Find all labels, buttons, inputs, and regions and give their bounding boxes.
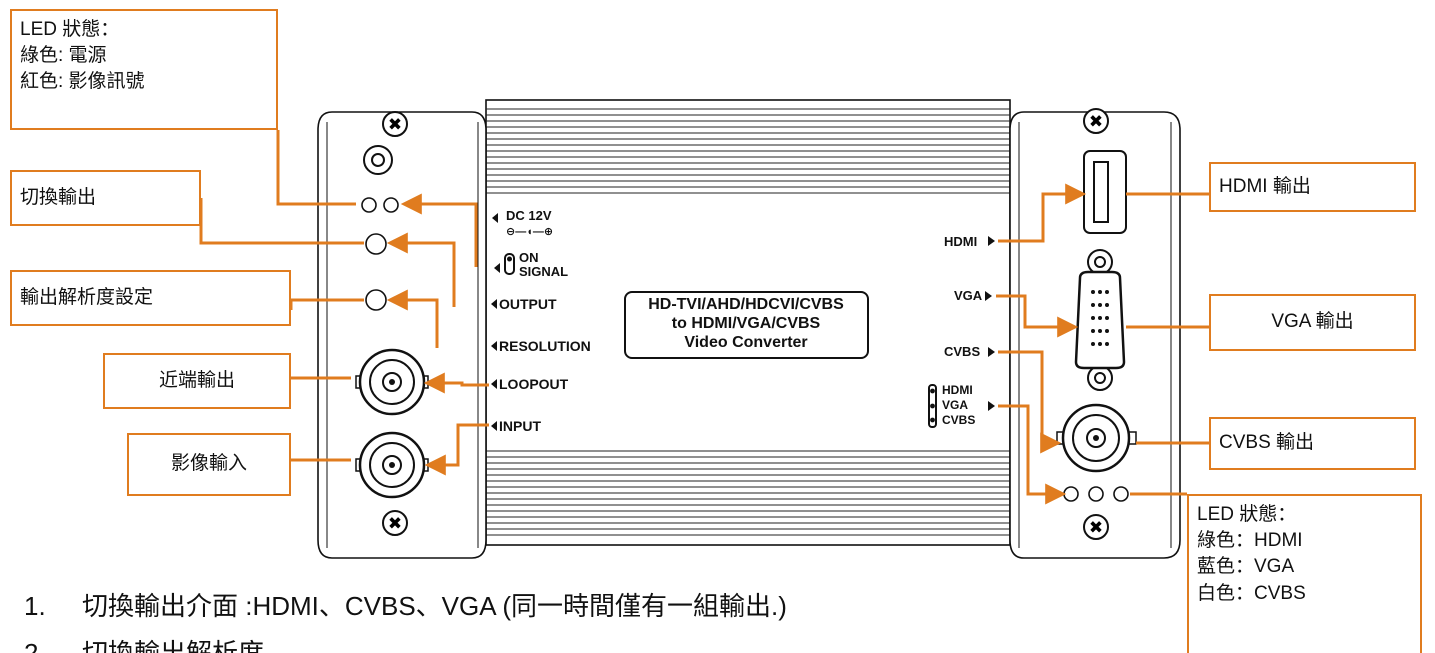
hdmi-label: HDMI	[944, 234, 977, 249]
mode-hdmi-label: HDMI	[942, 383, 973, 397]
cvbs-output-callout: CVBS 輸出	[1209, 417, 1416, 470]
note-1-text: 切換輸出介面 :HDMI、CVBS、VGA (同一時間僅有一組輸出.)	[82, 591, 787, 621]
note-2-num: 2.	[24, 638, 46, 653]
on-label: ON	[519, 250, 539, 265]
device-title-line: to HDMI/VGA/CVBS	[672, 315, 821, 332]
switch-output-label: 切換輸出	[20, 186, 97, 208]
dc-label: DC 12V	[506, 208, 552, 223]
loopout-callout-label: 近端輸出	[158, 369, 235, 391]
screw-icon	[382, 111, 408, 137]
cvbs-label: CVBS	[944, 344, 980, 359]
vga-output-label: VGA 輸出	[1271, 311, 1354, 333]
bnc-loopout-icon	[355, 348, 429, 416]
resolution-label: RESOLUTION	[499, 338, 591, 354]
output-label: OUTPUT	[499, 296, 557, 312]
led-right-line2: 藍色：VGA	[1197, 556, 1295, 578]
mode-vga-label: VGA	[942, 398, 968, 412]
resolution-setting-label: 輸出解析度設定	[20, 286, 154, 308]
screw-icon	[1083, 514, 1109, 540]
left-panel: ✖ ✖	[317, 111, 487, 559]
led-power-icon	[361, 197, 377, 213]
device-title-line: HD-TVI/AHD/HDCVI/CVBS	[648, 296, 844, 313]
note-1-num: 1.	[24, 591, 46, 621]
device-title-line: Video Converter	[684, 334, 807, 351]
led-left-line1: 綠色: 電源	[20, 45, 107, 67]
led-vga-icon	[1088, 486, 1104, 502]
device-title-box: HD-TVI/AHD/HDCVI/CVBS to HDMI/VGA/CVBS V…	[624, 291, 869, 359]
resolution-setting-callout: 輸出解析度設定	[10, 270, 291, 326]
led-right-title: LED 狀態：	[1197, 504, 1297, 525]
bnc-input-icon	[355, 431, 429, 499]
output-button	[365, 233, 387, 255]
hdmi-port-icon	[1083, 150, 1127, 234]
left-labels: DC 12V ⊖—◖—⊕ ON SIGNAL OUTPUT RESOLUTION…	[491, 208, 591, 434]
video-input-label: 影像輸入	[170, 453, 247, 475]
video-input-callout: 影像輸入	[127, 433, 291, 496]
right-panel: ✖ ✖	[1009, 108, 1181, 559]
svg-text:✖: ✖	[1089, 112, 1103, 132]
led-hdmi-icon	[1063, 486, 1079, 502]
screw-icon-mark: ✖	[388, 115, 402, 135]
note-1: 1. 切換輸出介面 :HDMI、CVBS、VGA (同一時間僅有一組輸出.)	[24, 587, 787, 626]
note-2-text: 切換輸出解析度	[82, 638, 265, 653]
vga-port-icon	[1074, 249, 1126, 391]
led-left-line2: 紅色: 影像訊號	[20, 71, 145, 93]
mode-cvbs-label: CVBS	[942, 413, 975, 427]
input-label: INPUT	[499, 418, 541, 434]
led-right-callout: LED 狀態： 綠色：HDMI 藍色：VGA 白色：CVBS	[1187, 494, 1422, 653]
hdmi-output-callout: HDMI 輸出	[1209, 162, 1416, 212]
signal-label: SIGNAL	[519, 264, 568, 279]
dc-polarity: ⊖—◖—⊕	[506, 226, 553, 238]
svg-text:✖: ✖	[1089, 518, 1103, 538]
screw-icon	[1083, 108, 1109, 134]
leader-lines	[199, 130, 1209, 505]
loopout-callout: 近端輸出	[103, 353, 291, 409]
converter-body	[485, 99, 1011, 546]
resolution-button	[365, 289, 387, 311]
led-signal-icon	[383, 197, 399, 213]
right-labels: HDMI VGA CVBS HDMI VGA CVBS	[928, 234, 995, 428]
led-cvbs-icon	[1113, 486, 1129, 502]
hdmi-output-label: HDMI 輸出	[1219, 175, 1311, 197]
vga-output-callout: VGA 輸出	[1209, 294, 1416, 351]
bnc-cvbs-icon	[1056, 403, 1137, 473]
screw-icon-mark: ✖	[388, 514, 402, 534]
vga-label: VGA	[954, 288, 983, 303]
screw-icon	[382, 510, 408, 536]
note-2: 2. 切換輸出解析度	[24, 634, 264, 653]
loopout-label: LOOPOUT	[499, 376, 569, 392]
led-left-title: LED 狀態：	[20, 19, 120, 40]
led-right-line3: 白色：CVBS	[1197, 582, 1306, 604]
cvbs-output-label: CVBS 輸出	[1219, 432, 1315, 454]
switch-output-callout: 切換輸出	[10, 170, 201, 226]
led-right-line1: 綠色：HDMI	[1197, 530, 1303, 552]
led-left-callout: LED 狀態： 綠色: 電源 紅色: 影像訊號	[10, 9, 278, 130]
